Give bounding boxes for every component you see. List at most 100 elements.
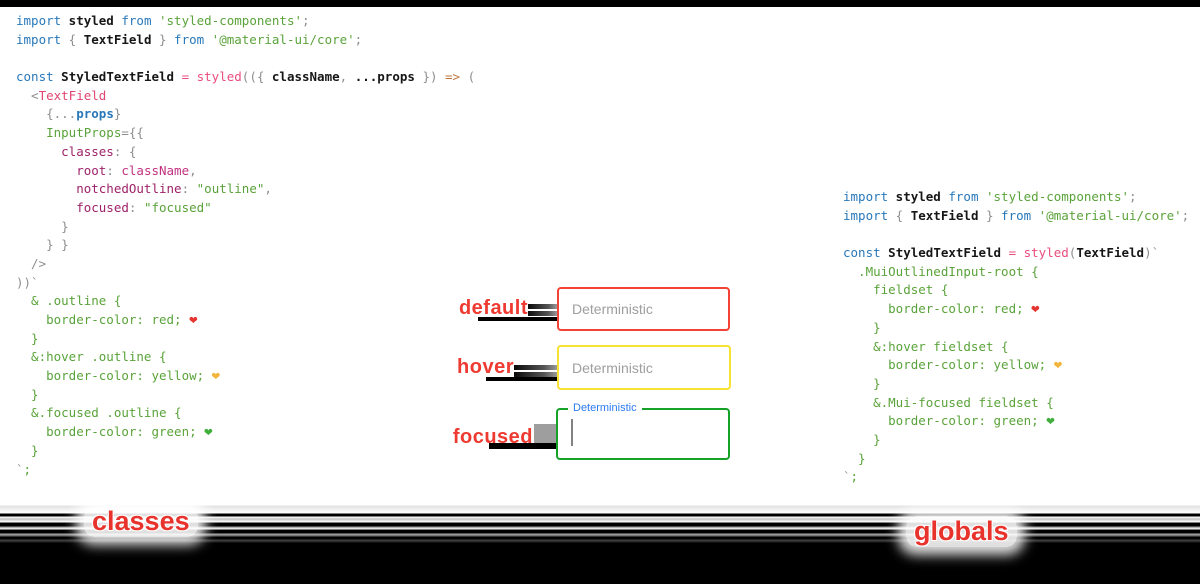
yellow-heart-icon: ❤ <box>211 368 221 385</box>
code-token: "outline" <box>196 181 265 197</box>
textfield-default-input[interactable] <box>559 289 728 329</box>
code-line: import styled from 'styled-components'; <box>843 188 1189 207</box>
code-token: className <box>271 69 340 85</box>
code-block-globals: import styled from 'styled-components';i… <box>843 188 1189 487</box>
code-token: classes <box>16 143 114 159</box>
code-token: &.Mui-focused fieldset { <box>843 394 1054 410</box>
code-line <box>16 49 475 68</box>
code-token: styled <box>61 13 122 28</box>
connector-bar <box>528 311 557 316</box>
code-token: )` <box>1144 245 1160 261</box>
textfield-hover[interactable] <box>557 345 731 390</box>
code-line: &:hover fieldset { <box>843 338 1189 357</box>
code-line: } <box>16 386 475 405</box>
code-token: ` <box>843 469 851 485</box>
code-line: border-color: red; ❤ <box>843 300 1189 319</box>
code-token: ...props <box>354 69 415 85</box>
code-line: ))` <box>16 274 475 293</box>
code-line: } <box>16 442 475 461</box>
code-token: } <box>843 319 881 335</box>
green-heart-icon: ❤ <box>1046 413 1055 430</box>
code-token: } <box>16 386 39 402</box>
code-line: /> <box>16 255 475 274</box>
code-token: ; <box>1129 189 1137 204</box>
code-token: } <box>978 207 1002 223</box>
code-line: } } <box>16 236 475 255</box>
caption-hover: hover <box>457 356 514 378</box>
code-token: styled <box>888 189 949 204</box>
code-token: import <box>843 189 889 204</box>
text-caret <box>571 419 573 446</box>
code-token: : { <box>113 143 137 159</box>
code-line: const StyledTextField = styled(({ classN… <box>16 68 475 87</box>
code-token: notchedOutline <box>16 181 182 197</box>
code-line: <TextField <box>16 87 475 106</box>
code-token: border-color: green; <box>843 413 1047 429</box>
code-block-classes: import styled from 'styled-components';i… <box>16 12 475 479</box>
textfield-hover-input[interactable] <box>559 347 729 388</box>
code-token: ={{ <box>121 125 144 141</box>
code-line: } <box>843 431 1189 450</box>
code-token: from <box>121 13 152 28</box>
code-token: border-color: red; <box>843 301 1032 317</box>
code-token: } <box>843 431 881 447</box>
code-token: const <box>843 245 881 261</box>
connector-underline <box>489 443 557 449</box>
code-token: ; <box>1181 207 1190 223</box>
code-token: 'styled-components' <box>151 13 302 28</box>
textfield-default[interactable] <box>557 287 730 331</box>
code-token: border-color: yellow; <box>843 357 1054 373</box>
code-token: ; <box>302 13 310 28</box>
code-token: : <box>128 199 144 215</box>
code-token: InputProps <box>16 125 122 141</box>
code-token: StyledTextField <box>880 245 1009 261</box>
code-line: border-color: red; ❤ <box>16 311 475 330</box>
code-line: notchedOutline: "outline", <box>16 180 475 199</box>
code-token: className <box>121 162 190 178</box>
code-token: TextField <box>38 87 107 103</box>
code-token: { <box>61 31 84 47</box>
code-token: & .outline { <box>16 293 122 309</box>
code-token: } <box>16 330 39 346</box>
code-line: import styled from 'styled-components'; <box>16 12 475 31</box>
code-line: `; <box>843 468 1189 487</box>
label-globals: globals <box>906 516 1017 547</box>
code-token: from <box>1001 207 1032 223</box>
code-token: root <box>16 162 107 178</box>
code-token: '@material-ui/core' <box>1031 207 1182 223</box>
code-token: < <box>16 87 39 103</box>
code-token: "focused" <box>143 199 212 215</box>
code-token: ))` <box>16 274 39 290</box>
code-line: & .outline { <box>16 292 475 311</box>
code-token: ; <box>23 461 32 477</box>
code-token: ` <box>16 461 24 477</box>
code-line: import { TextField } from '@material-ui/… <box>16 31 475 50</box>
code-line: border-color: green; ❤ <box>843 412 1189 431</box>
code-token: : <box>181 181 197 197</box>
connector-bar <box>514 372 557 377</box>
code-line <box>843 225 1189 244</box>
code-token: props <box>76 106 114 122</box>
code-token: } } <box>16 237 69 253</box>
code-token: 'styled-components' <box>978 189 1129 204</box>
code-line: classes: { <box>16 143 475 162</box>
code-token: /> <box>16 255 47 271</box>
caption-default: default <box>458 297 528 319</box>
code-token: ; <box>354 31 363 47</box>
code-token: TextField <box>910 207 979 223</box>
code-token: }) <box>414 69 446 85</box>
code-line: const StyledTextField = styled(TextField… <box>843 244 1189 263</box>
code-line: } <box>843 450 1189 469</box>
code-token: } <box>16 442 39 458</box>
code-line: border-color: yellow; ❤ <box>16 367 475 386</box>
textfield-focused[interactable]: Deterministic <box>556 402 730 460</box>
code-line: {...props} <box>16 105 475 124</box>
connector-underline <box>478 317 557 321</box>
code-line: focused: "focused" <box>16 199 475 218</box>
code-line: fieldset { <box>843 281 1189 300</box>
code-token: } <box>113 106 122 122</box>
code-line: &.Mui-focused fieldset { <box>843 394 1189 413</box>
code-line: border-color: green; ❤ <box>16 423 475 442</box>
code-token: ; <box>850 469 859 485</box>
red-heart-icon: ❤ <box>1031 301 1040 318</box>
